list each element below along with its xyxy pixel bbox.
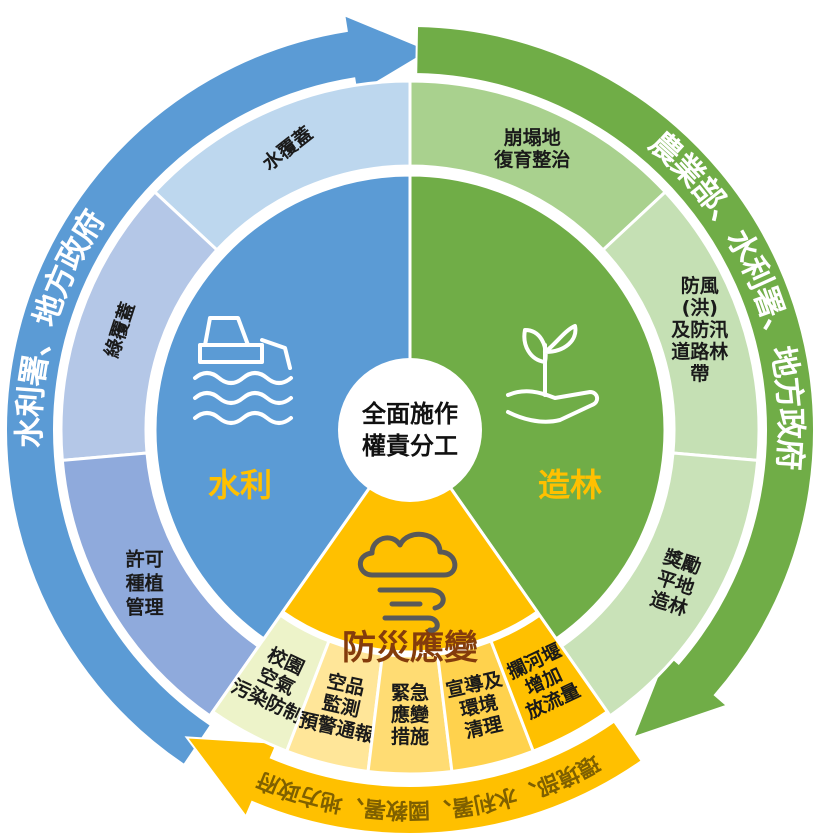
center-title-line: 權責分工 [362, 432, 458, 460]
ring_bottom-segment [489, 613, 610, 754]
green-arrow [415, 25, 815, 740]
cloud-wind-icon [357, 531, 458, 633]
blue-arrow [5, 13, 433, 767]
ring_bottom-label-line: 措施 [391, 725, 429, 748]
water-sector [153, 173, 412, 641]
ring_right-label-line: 崩塌地 [504, 126, 561, 149]
ring_left-label-line: 許可 [126, 547, 164, 570]
water-sector-label: 水利 [208, 466, 272, 504]
ring_bottom-segment [366, 652, 454, 776]
forest-sector-label: 造林 [538, 466, 602, 504]
disaster-sector [280, 427, 540, 654]
plant-in-hand-icon [506, 324, 599, 424]
center-title-line: 全面施作 [361, 400, 458, 428]
bulldozer-waves-icon [193, 316, 293, 425]
yellow-arrow [184, 720, 644, 835]
ring_right-label-line: (洪) [682, 297, 718, 319]
forest-sector [408, 173, 667, 641]
ring_left-segment [59, 189, 220, 463]
ring_bottom-segment [210, 613, 331, 754]
ring_bottom-segment [284, 639, 385, 774]
ring_right-label-line: 帶 [690, 363, 709, 385]
ring_bottom-label-line: 緊急 [391, 681, 429, 704]
ring_right-label-line: 道路林 [671, 340, 728, 363]
center-circle [338, 358, 482, 502]
ring_left-label-line: 種植 [126, 571, 164, 594]
ring_right-label-line: 及防汛 [671, 318, 728, 341]
ring_left-segment [60, 451, 261, 718]
ring_left-label-line: 管理 [126, 595, 164, 618]
ring_right-label-line: 防風 [681, 274, 719, 297]
ring_right-segment [559, 451, 760, 718]
ring_bottom-label-line: 應變 [391, 703, 430, 726]
ring_right-label-line: 復育整治 [493, 148, 570, 171]
ring_bottom-segment [435, 639, 536, 774]
disaster-sector-label: 防災應變 [342, 628, 478, 668]
